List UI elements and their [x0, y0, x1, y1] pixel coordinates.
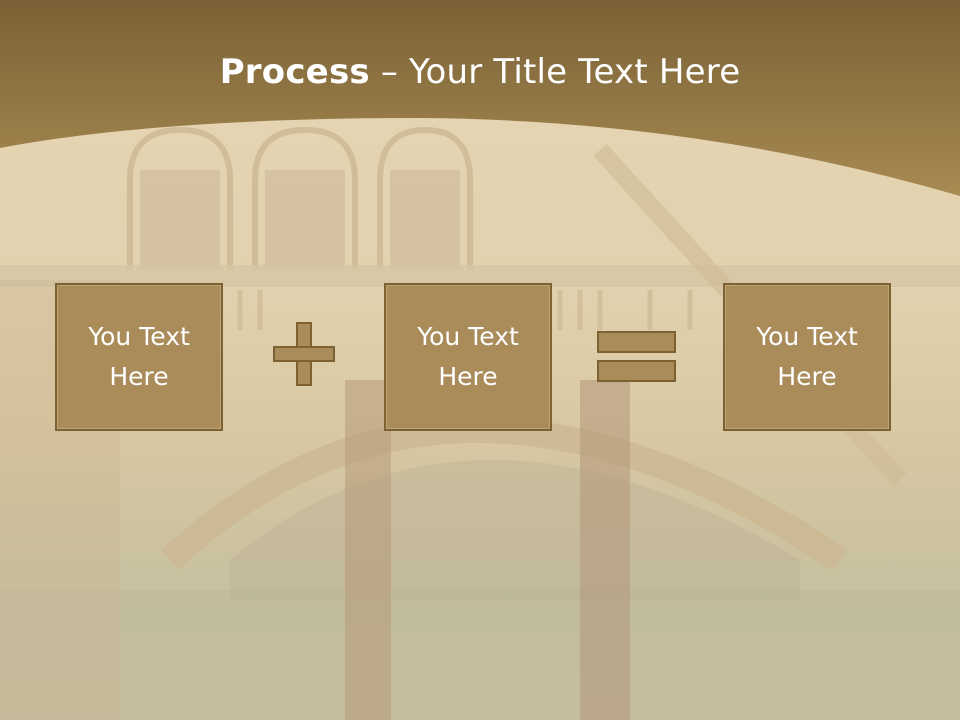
- slide-title: Process – Your Title Text Here: [0, 52, 960, 92]
- title-bold: Process: [219, 52, 370, 92]
- title-rest: – Your Title Text Here: [369, 52, 741, 92]
- box-2-line-2: Here: [438, 362, 498, 391]
- box-1-line-2: Here: [109, 362, 169, 391]
- title-band: [0, 0, 960, 200]
- box-1-line-1: You Text: [88, 322, 190, 351]
- box-3-line-1: You Text: [756, 322, 858, 351]
- box-2-line-1: You Text: [417, 322, 519, 351]
- equals-top-bar: [597, 331, 676, 353]
- equals-bottom-bar: [597, 360, 676, 382]
- title-banner: [0, 0, 960, 196]
- plus-center: [298, 348, 310, 360]
- box-3-line-2: Here: [777, 362, 837, 391]
